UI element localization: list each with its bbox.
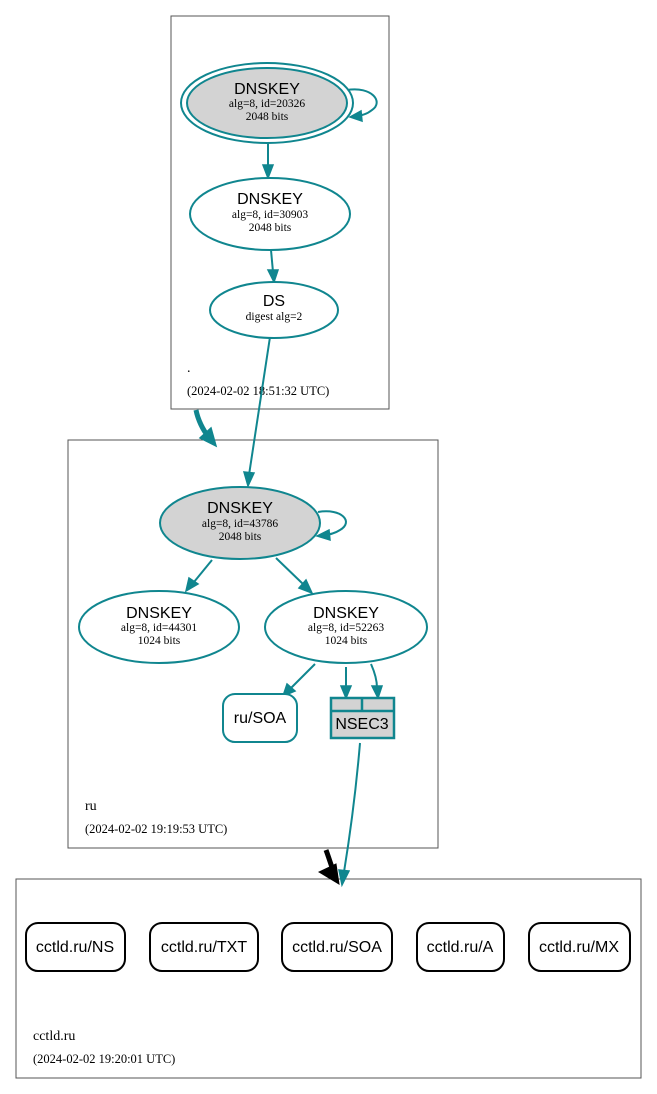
node-ru-ksk-ellipse (159, 486, 321, 560)
arrowhead-zsk2-soa (281, 682, 297, 698)
arrowhead-ru-ksk-self (314, 528, 331, 542)
cctld-record-soa-box (281, 922, 393, 972)
zone-cctld-box (15, 878, 642, 1079)
zone-ru-timestamp: (2024-02-02 19:19:53 UTC) (85, 822, 227, 836)
edge-root-zsk-ds (270, 249, 274, 273)
arrowhead-root-zsk-ds (266, 269, 280, 284)
node-root-zsk-line2: 2048 bits (249, 222, 292, 234)
zone-cctld: cctld.ru (2024-02-02 19:20:01 UTC) (15, 878, 642, 1079)
cctld-record-a-label: cctld.ru/A (427, 939, 494, 956)
cctld-record-soa-label: cctld.ru/SOA (292, 939, 382, 956)
node-nsec3-label: NSEC3 (335, 716, 388, 733)
cctld-record-mx: cctld.ru/MX (528, 922, 631, 972)
edge-nsec3-cctld (343, 742, 361, 873)
node-root-ksk-title: DNSKEY (234, 81, 300, 98)
node-ru-zsk1-line1: alg=8, id=44301 (121, 622, 197, 634)
node-ru-zsk1-line2: 1024 bits (138, 635, 181, 647)
arrowhead-root-ksk-zsk (261, 164, 275, 181)
zone-ru-name: ru (85, 799, 97, 814)
arrowhead-ru-ksk-zsk1 (184, 576, 200, 593)
node-ru-zsk2-line2: 1024 bits (325, 635, 368, 647)
arrowhead-nsec3-cctld (338, 869, 351, 888)
node-ru-soa: ru/SOA (222, 693, 298, 743)
arrowhead-zsk2-nsec3-a (339, 685, 353, 700)
node-root-ksk-line2: 2048 bits (246, 111, 289, 123)
cctld-record-txt-box (149, 922, 259, 972)
node-root-ksk: DNSKEY alg=8, id=20326 2048 bits (180, 62, 354, 144)
node-root-ds-line1: digest alg=2 (246, 311, 303, 323)
node-root-ds-ellipse (209, 281, 339, 339)
edge-zsk2-soa (290, 663, 316, 689)
cctld-record-a-box (416, 922, 505, 972)
cctld-record-ns-box (25, 922, 126, 972)
node-root-ksk-line1: alg=8, id=20326 (229, 98, 305, 110)
cctld-record-ns-label: cctld.ru/NS (36, 939, 114, 956)
arrowhead-ru-ksk-zsk2 (297, 578, 314, 595)
node-ru-zsk2: DNSKEY alg=8, id=52263 1024 bits (264, 590, 428, 664)
node-ru-ksk: DNSKEY alg=8, id=43786 2048 bits (159, 486, 321, 560)
arrowhead-ru-cctld-delegation (317, 863, 340, 885)
node-ru-zsk1-title: DNSKEY (126, 605, 192, 622)
edge-ds-ru-ksk (248, 336, 271, 476)
node-root-ksk-ellipse (186, 67, 348, 139)
node-ru-zsk1: DNSKEY alg=8, id=44301 1024 bits (78, 590, 240, 664)
node-nsec3: NSEC3 (329, 696, 396, 740)
arrowhead-root-ksk-self (348, 109, 363, 123)
cctld-record-txt: cctld.ru/TXT (149, 922, 259, 972)
arrowhead-root-ru-delegation (198, 426, 218, 448)
zone-cctld-name: cctld.ru (33, 1029, 75, 1044)
cctld-record-mx-box (528, 922, 631, 972)
edge-ru-ksk-zsk2 (275, 557, 304, 585)
node-ru-zsk2-title: DNSKEY (313, 605, 379, 622)
node-ru-ksk-title: DNSKEY (207, 500, 273, 517)
arrowhead-ds-ru-ksk (242, 471, 256, 489)
cctld-record-txt-label: cctld.ru/TXT (161, 939, 247, 956)
node-root-zsk-title: DNSKEY (237, 191, 303, 208)
node-root-ds-title: DS (263, 293, 285, 310)
cctld-record-ns: cctld.ru/NS (25, 922, 126, 972)
node-root-zsk: DNSKEY alg=8, id=30903 2048 bits (189, 177, 351, 251)
zone-root-name: . (187, 361, 191, 376)
node-ru-ksk-line2: 2048 bits (219, 531, 262, 543)
arrowhead-zsk2-nsec3-b (370, 685, 384, 700)
zone-root-timestamp: (2024-02-02 18:51:32 UTC) (187, 384, 329, 398)
node-ru-soa-label: ru/SOA (234, 710, 287, 727)
node-ru-soa-box (222, 693, 298, 743)
node-root-ds: DS digest alg=2 (209, 281, 339, 339)
cctld-record-a: cctld.ru/A (416, 922, 505, 972)
node-ru-zsk2-ellipse (264, 590, 428, 664)
node-ru-zsk2-line1: alg=8, id=52263 (308, 622, 384, 634)
edge-ru-ksk-zsk1 (193, 559, 213, 583)
zone-cctld-timestamp: (2024-02-02 19:20:01 UTC) (33, 1052, 175, 1066)
node-root-zsk-ellipse (189, 177, 351, 251)
node-root-zsk-line1: alg=8, id=30903 (232, 209, 308, 221)
cctld-record-mx-label: cctld.ru/MX (539, 939, 619, 956)
node-ru-zsk1-ellipse (78, 590, 240, 664)
cctld-record-soa: cctld.ru/SOA (281, 922, 393, 972)
node-ru-ksk-line1: alg=8, id=43786 (202, 518, 278, 530)
